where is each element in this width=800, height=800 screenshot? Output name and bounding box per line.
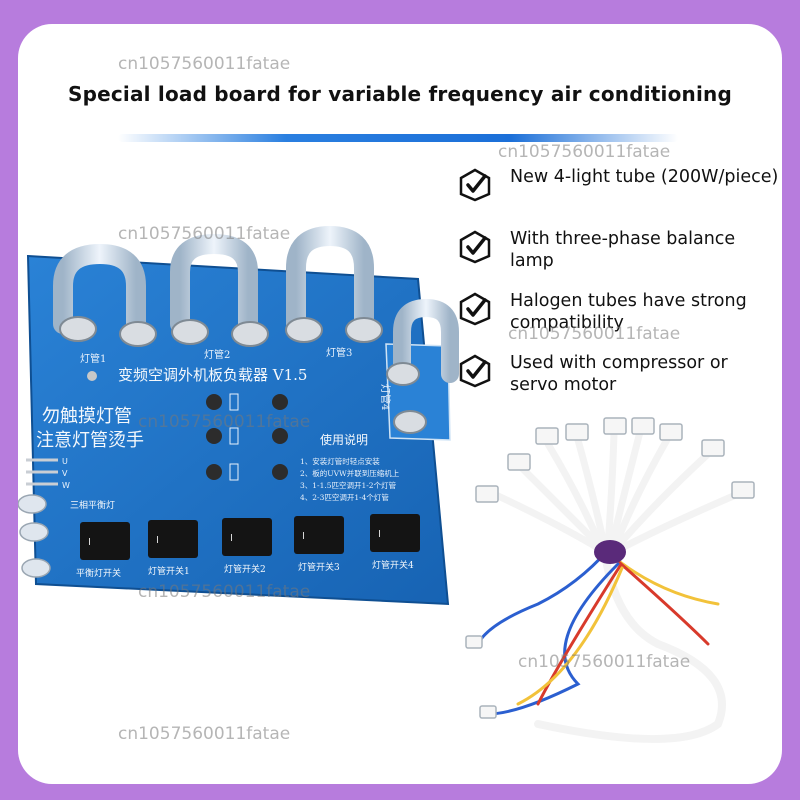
tube-sockets [59, 316, 427, 434]
tube-label-1: 灯管1 [80, 352, 106, 365]
phase-label-v: V [62, 469, 68, 478]
check-icon [459, 168, 491, 202]
watermark: cn1057560011fatae [138, 582, 311, 602]
balance-lamp-label: 三相平衡灯 [70, 499, 115, 511]
watermark: cn1057560011fatae [118, 224, 291, 244]
connectors [465, 417, 755, 719]
tube-label-2: 灯管2 [204, 348, 230, 361]
instruction-2: 2、板的UVW并联到压缩机上 [300, 468, 400, 478]
feature-item: Halogen tubes have strong compatibility [458, 290, 778, 352]
watermark: cn1057560011fatae [118, 54, 291, 74]
title-underline [118, 134, 678, 142]
watermark: cn1057560011fatae [498, 142, 671, 162]
instruction-3: 3、1-1.5匹空调开1-2个灯管 [300, 480, 397, 490]
feature-item: New 4-light tube (200W/piece) [458, 166, 778, 228]
instructions-title: 使用说明 [320, 432, 368, 447]
svg-text:I: I [378, 529, 381, 540]
feature-text: With three-phase balance lamp [510, 229, 736, 271]
check-icon [459, 230, 491, 264]
phase-label-w: W [62, 481, 70, 490]
board-components [87, 371, 288, 481]
board-title: 变频空调外机板负载器 V1.5 [118, 366, 307, 384]
halogen-tubes [53, 225, 459, 383]
warning-line-2: 注意灯管烫手 [36, 430, 144, 451]
product-card: 灯管1 灯管2 灯管3 灯管4 变频空调外机板负载器 V1.5 勿触摸灯管 注意… [18, 24, 782, 784]
switch-label-1: 灯管开关1 [148, 565, 190, 577]
tube-label-4: 灯管4 [379, 384, 392, 410]
watermark: cn1057560011fatae [118, 724, 291, 744]
watermark: cn1057560011fatae [138, 412, 311, 432]
product-photo: 灯管1 灯管2 灯管3 灯管4 变频空调外机板负载器 V1.5 勿触摸灯管 注意… [18, 225, 755, 743]
wire-harness [476, 428, 742, 743]
watermark: cn1057560011fatae [518, 652, 691, 672]
svg-text:I: I [88, 537, 91, 548]
tube-label-3: 灯管3 [326, 346, 352, 359]
check-icon [459, 292, 491, 326]
svg-text:I: I [230, 533, 233, 544]
rocker-switches: I I I I I [80, 514, 420, 560]
harness-bundle [594, 540, 626, 564]
feature-text: New 4-light tube (200W/piece) [510, 167, 779, 187]
switch-label-2: 灯管开关2 [224, 563, 266, 575]
switch-label-3: 灯管开关3 [298, 561, 340, 573]
feature-item: With three-phase balance lamp [458, 228, 778, 290]
check-icon [459, 354, 491, 388]
feature-text: Used with compressor or servo motor [510, 353, 728, 395]
svg-text:I: I [156, 535, 159, 546]
watermark: cn1057560011fatae [508, 324, 681, 344]
balance-lamps [18, 494, 51, 578]
uvw-terminals [26, 458, 58, 486]
warning-line-1: 勿触摸灯管 [42, 406, 132, 427]
feature-text: Halogen tubes have strong compatibility [510, 291, 747, 333]
switch-label-balance: 平衡灯开关 [76, 567, 121, 579]
phase-label-u: U [62, 457, 68, 466]
switch-label-4: 灯管开关4 [372, 559, 414, 571]
svg-text:I: I [302, 531, 305, 542]
instruction-4: 4、2-3匹空调开1-4个灯管 [300, 492, 389, 502]
feature-item: Used with compressor or servo motor [458, 352, 778, 414]
instruction-1: 1、安装灯管时轻点安装 [300, 456, 380, 466]
page-title: Special load board for variable frequenc… [67, 82, 733, 106]
feature-list: New 4-light tube (200W/piece) With three… [458, 166, 778, 414]
